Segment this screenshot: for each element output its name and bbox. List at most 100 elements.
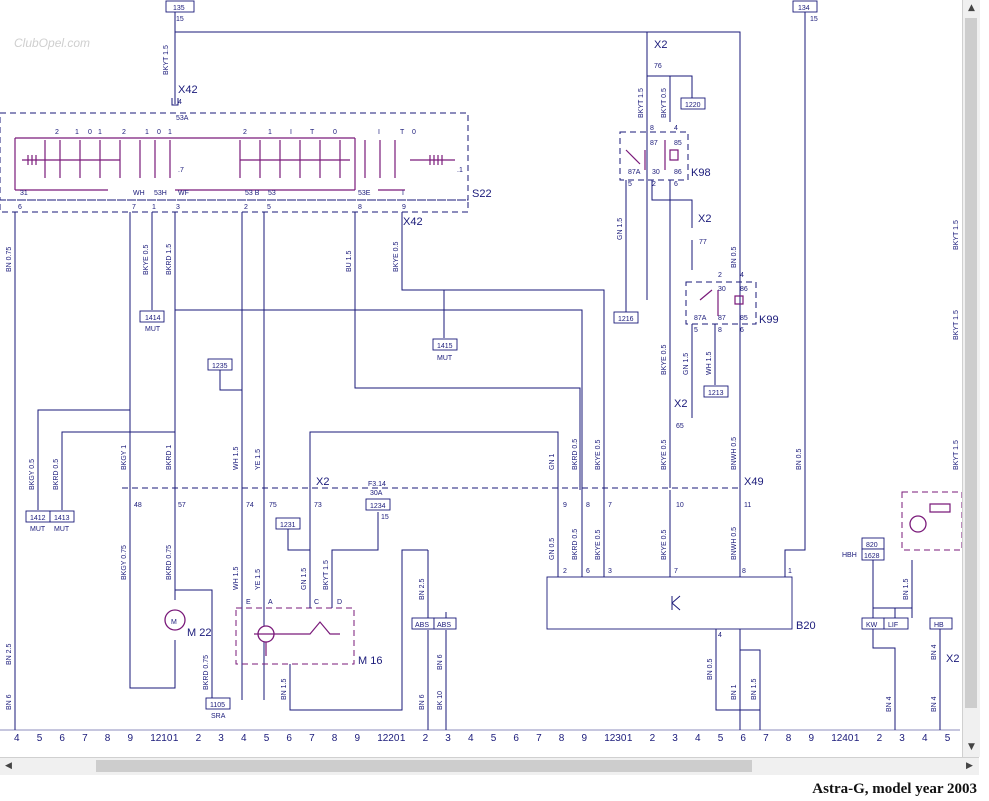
column-ref-17: 1 — [400, 733, 406, 744]
watermark-text: ClubOpel.com — [14, 36, 91, 50]
s22-pin-53h: 53H — [154, 190, 167, 197]
pin-77: 77 — [699, 239, 707, 246]
wire-m16-upper — [287, 490, 379, 608]
wire-label-47: BN 1.5 — [903, 578, 910, 600]
wire-label-7: BU 1.5 — [346, 250, 353, 272]
ref-box-1413-label: 1413 — [54, 515, 70, 522]
scroll-down-arrow-icon[interactable]: ▼ — [968, 742, 975, 752]
motor-right-icon — [909, 515, 927, 533]
fuse-f314: F3.14 — [368, 481, 386, 488]
switch-s22-box — [0, 112, 469, 201]
ref-box-1213 — [703, 385, 729, 398]
ref-box-1231-label: 1231 — [280, 522, 296, 529]
horizontal-scroll-thumb[interactable] — [96, 760, 752, 772]
diagram-caption: Astra-G, model year 2003 — [812, 781, 977, 797]
s22-mark-7: .7 — [178, 167, 184, 174]
column-ref-31: 5 — [718, 733, 724, 744]
wire-label-21: BKRD 0.5 — [572, 439, 579, 470]
wire-col-130 — [129, 212, 176, 689]
column-ref-35: 9 — [809, 733, 815, 744]
resistor-right-icon — [929, 503, 951, 513]
lif-box — [883, 617, 909, 630]
pin-65: 65 — [676, 423, 684, 430]
wire-label-3: BKYT 0.5 — [661, 88, 668, 118]
column-ref-32: 6 — [740, 733, 746, 744]
column-ref-9: 3 — [218, 733, 224, 744]
k98-pin-6: 6 — [674, 181, 678, 188]
ref-box-1220-label: 1220 — [685, 102, 701, 109]
abs-box-2 — [433, 617, 457, 630]
ref-box-1234-label: 1234 — [370, 503, 386, 510]
ref-box-134-label: 134 — [798, 5, 810, 12]
relay-k99-label: K99 — [759, 314, 779, 326]
x42-pin-2: 2 — [244, 204, 248, 211]
motor-m16-label: M 16 — [358, 655, 382, 667]
column-ref-8: 2 — [196, 733, 202, 744]
wire-1235 — [219, 370, 242, 391]
k98-pin-30: 30 — [652, 169, 660, 176]
scroll-right-arrow-icon[interactable]: ▶ — [966, 761, 973, 771]
scroll-up-arrow-icon[interactable]: ▲ — [968, 3, 975, 13]
horizontal-scrollbar[interactable]: ◀ ▶ — [0, 757, 979, 775]
column-ref-23: 7 — [536, 733, 542, 744]
k99-pin-5: 5 — [694, 327, 698, 334]
mut-label-1: MUT — [145, 326, 161, 333]
column-ref-19: 3 — [445, 733, 451, 744]
column-ref-1: 5 — [37, 733, 43, 744]
m16-pin-d: D — [337, 599, 342, 606]
connector-x49: X49 — [744, 476, 764, 488]
wire-label-53: BN 6 — [419, 694, 426, 710]
wire-label-48: BN 4 — [886, 696, 893, 712]
wire-bkrd075 — [175, 589, 213, 698]
column-ref-37: 1 — [854, 733, 860, 744]
k98-pin-4: 4 — [674, 125, 678, 132]
column-ref-39: 3 — [899, 733, 905, 744]
s22-pos-2c: 2 — [243, 129, 247, 136]
k99-pin-30: 30 — [718, 286, 726, 293]
wire-label-43: BN 1.5 — [751, 678, 758, 700]
m16-pin-c: C — [314, 599, 319, 606]
wire-label-39: BKYE 0.5 — [661, 530, 668, 560]
mut-label-3: MUT — [30, 526, 46, 533]
wire-label-26: BKGY 0.75 — [121, 545, 128, 580]
column-ref-38: 2 — [877, 733, 883, 744]
wire-label-19: YE 1.5 — [255, 449, 262, 470]
wire-label-17: BKRD 1 — [166, 445, 173, 470]
vertical-scroll-thumb[interactable] — [965, 18, 977, 708]
switch-s22-body — [14, 137, 356, 191]
wire-to-1220 — [647, 75, 693, 98]
b20-pin-3: 3 — [608, 568, 612, 575]
column-ref-7: 1 — [173, 733, 179, 744]
wire-k98-out — [625, 180, 693, 488]
motor-m22-label: M 22 — [187, 627, 211, 639]
ref-box-135-label: 135 — [173, 5, 185, 12]
wire-right-bus — [872, 560, 913, 618]
relay-k98-label: K98 — [691, 167, 711, 179]
column-ref-34: 8 — [786, 733, 792, 744]
wire-bkgy035 — [37, 409, 130, 510]
column-ref-20: 4 — [468, 733, 474, 744]
wire-label-5: BKYE 0.5 — [143, 245, 150, 275]
connector-x42-top-pin — [171, 98, 179, 106]
column-ref-33: 7 — [763, 733, 769, 744]
footer: Astra-G, model year 2003 — [0, 775, 989, 801]
wire-label-50: BKYT 1.5 — [953, 220, 960, 250]
module-b20-label: B20 — [796, 620, 816, 632]
column-ref-22: 6 — [513, 733, 519, 744]
ref-box-1105-label: 1105 — [210, 702, 225, 709]
wire-label-38: BKYE 0.5 — [595, 530, 602, 560]
x2-pin-73: 73 — [314, 502, 322, 509]
ref-box-1413 — [49, 510, 75, 523]
b20-pin-4: 4 — [718, 632, 722, 639]
wire-label-12: GN 1.5 — [683, 353, 690, 375]
x42-pin-5: 5 — [267, 204, 271, 211]
relay-k99-body — [699, 289, 744, 316]
motor-m16-body — [254, 621, 340, 656]
vertical-scrollbar[interactable]: ▲ ▼ — [962, 0, 980, 757]
wire-label-1: BKYT 1.5 — [163, 45, 170, 75]
pin-76: 76 — [654, 63, 662, 70]
wire-label-4: BN 0.75 — [6, 247, 13, 272]
wire-label-51: BKYT 1.5 — [953, 310, 960, 340]
scroll-left-arrow-icon[interactable]: ◀ — [5, 761, 12, 771]
